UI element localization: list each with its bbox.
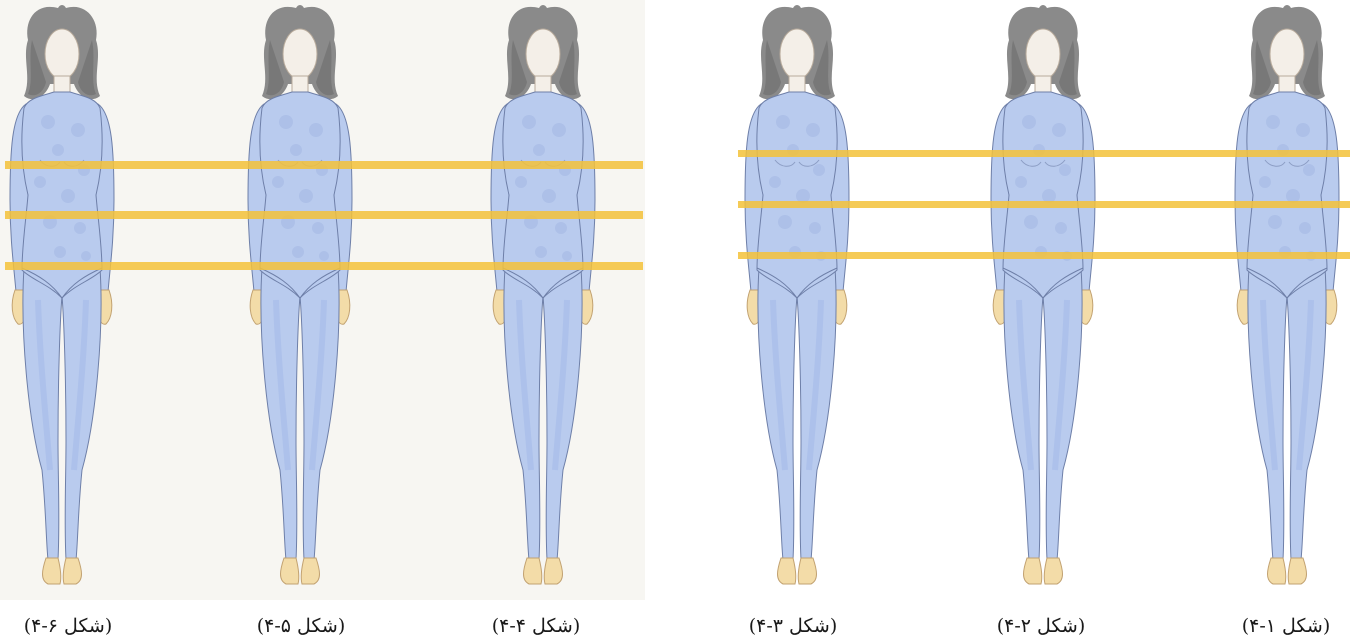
caption-figure-5: (شکل ۵-۴) <box>226 612 376 640</box>
caption-figure-4: (شکل ۴-۴) <box>461 612 611 640</box>
caption-figure-2: (شکل ۲-۴) <box>966 612 1116 640</box>
caption-figure-1: (شکل ۱-۴) <box>1211 612 1351 640</box>
caption-figure-6: (شکل ۶-۴) <box>0 612 143 640</box>
caption-figure-3: (شکل ۳-۴) <box>718 612 868 640</box>
